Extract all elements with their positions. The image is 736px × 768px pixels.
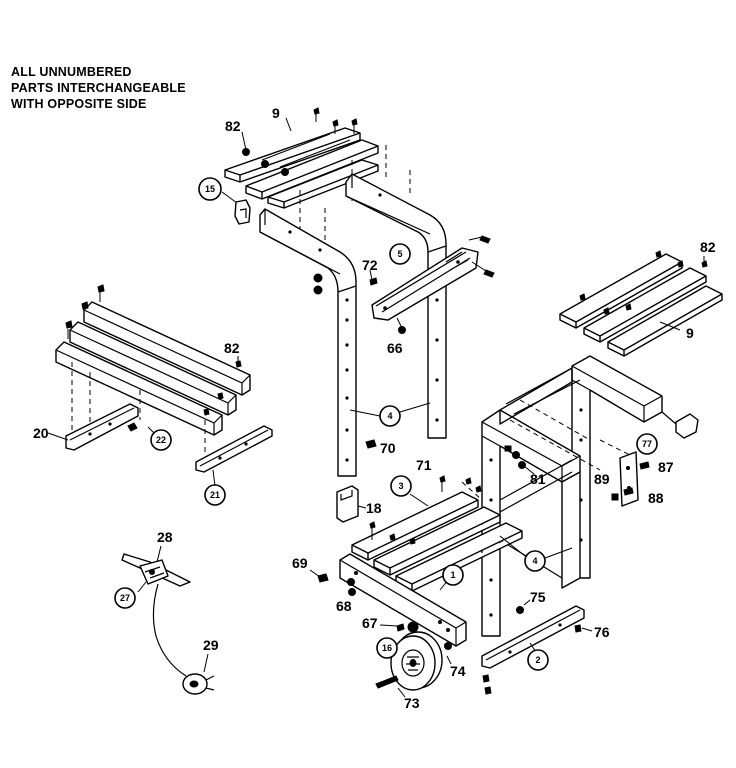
axle-rail-2: [481, 605, 593, 695]
callout-77-text: 77: [642, 439, 652, 449]
callout-21-text: 21: [210, 490, 220, 500]
label-72: 72: [362, 257, 378, 273]
label-28: 28: [157, 529, 173, 545]
callout-3-text: 3: [398, 481, 403, 491]
callout-2: [527, 649, 549, 671]
label-73: 73: [404, 695, 420, 711]
bracket-5: [371, 235, 495, 321]
callout-1-text: 1: [450, 570, 455, 580]
nuts-left: [313, 269, 406, 334]
callout-27: [114, 587, 136, 609]
label-71: 71: [416, 457, 432, 473]
callout-5-text: 5: [397, 249, 402, 259]
label-89: 89: [594, 471, 610, 487]
interchangeable-parts-note: ALL UNNUMBERED PARTS INTERCHANGEABLE WIT…: [11, 64, 186, 112]
label-67: 67: [362, 615, 378, 631]
label-81: 81: [530, 471, 546, 487]
bracket-15: [221, 191, 251, 225]
callout-77: [636, 433, 658, 455]
callout-15-text: 15: [205, 184, 215, 194]
label-20: 20: [33, 425, 49, 441]
label-88: 88: [648, 490, 664, 506]
washer-75: [516, 606, 524, 614]
label-18: 18: [366, 500, 382, 516]
axle-bracket-1: [309, 553, 467, 650]
leg-frame-rear-left: [345, 173, 447, 439]
callout-21: [204, 484, 226, 506]
callout-4-right-text: 4: [532, 556, 537, 566]
bracket-77: [611, 451, 650, 507]
label-68: 68: [336, 598, 352, 614]
label-9-top: 9: [272, 105, 280, 121]
callout-27-text: 27: [120, 593, 130, 603]
label-82-top: 82: [225, 118, 241, 134]
shield-18: [336, 485, 367, 523]
callout-3: [390, 475, 412, 497]
callout-5: [389, 243, 411, 265]
fasteners-81: [504, 445, 535, 475]
callout-16: [376, 637, 398, 659]
note-line-3: WITH OPPOSITE SIDE: [11, 97, 147, 111]
callout-22-text: 22: [156, 435, 166, 445]
leg-frame-front-left: [259, 208, 357, 477]
wheel-16: [375, 631, 452, 698]
callout-15: [198, 177, 222, 201]
label-76: 76: [594, 624, 610, 640]
callout-1: [442, 564, 464, 586]
label-87: 87: [658, 459, 674, 475]
label-29: 29: [203, 637, 219, 653]
side-shelf-right: [559, 250, 723, 357]
side-shelf-left: [47, 284, 273, 487]
callout-22: [150, 429, 172, 451]
callout-16-text: 16: [382, 643, 392, 653]
note-line-1: ALL UNNUMBERED: [11, 65, 132, 79]
label-74: 74: [450, 663, 466, 679]
callout-4-left-text: 4: [387, 411, 392, 421]
ignitor-assembly: [121, 545, 215, 695]
callout-4-right: [524, 550, 546, 572]
callout-2-text: 2: [535, 655, 540, 665]
label-9-right: 9: [686, 325, 694, 341]
callout-4-left: [379, 405, 401, 427]
cart-frame-right: [481, 355, 699, 637]
label-69: 69: [292, 555, 308, 571]
label-66: 66: [387, 340, 403, 356]
label-82-left: 82: [224, 340, 240, 356]
lower-shelf-3: [351, 475, 523, 592]
label-82-right: 82: [700, 239, 716, 255]
note-line-2: PARTS INTERCHANGEABLE: [11, 81, 186, 95]
label-70: 70: [380, 440, 396, 456]
top-shelf-slats: [224, 107, 379, 209]
label-75: 75: [530, 589, 546, 605]
